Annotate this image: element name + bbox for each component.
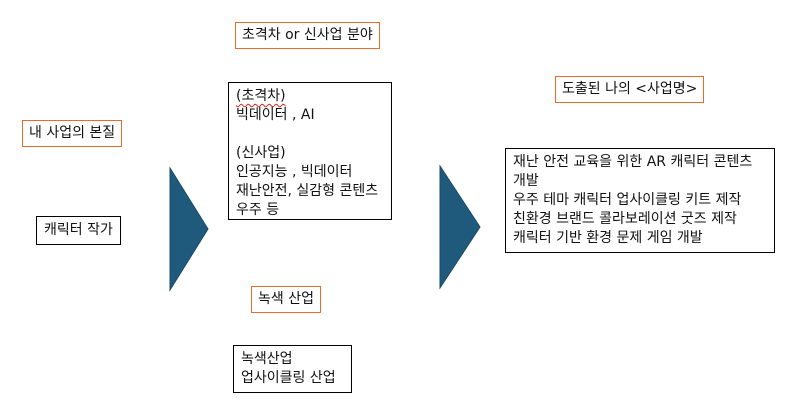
result-line: 개발 bbox=[513, 173, 539, 189]
result-box: 재난 안전 교육을 위한 AR 캐릭터 콘텐츠 개발 우주 테마 캐릭터 업사이… bbox=[505, 148, 775, 253]
result-line: 우주 테마 캐릭터 업사이클링 키트 제작 bbox=[513, 192, 742, 208]
derived-name-label: 도출된 나의 <사업명> bbox=[555, 76, 705, 103]
new-heading: (신사업) bbox=[236, 145, 286, 161]
green-industry-label: 녹색 산업 bbox=[251, 286, 321, 313]
hyper-newbiz-box: (초격차) 빅데이터 , AI (신사업) 인공지능 , 빅데이터 재난안전, … bbox=[228, 82, 392, 220]
result-line: 재난 안전 교육을 위한 AR 캐릭터 콘텐츠 bbox=[513, 154, 753, 170]
hyper-line: 빅데이터 , AI bbox=[236, 107, 315, 123]
arrow-shape bbox=[169, 166, 209, 292]
arrow-shape bbox=[439, 164, 481, 290]
hyper-heading: (초격차) bbox=[236, 88, 286, 104]
result-line: 친환경 브랜드 콜라보레이션 굿즈 제작 bbox=[513, 211, 737, 227]
green-line: 녹색산업 bbox=[241, 351, 293, 367]
business-essence-label: 내 사업의 본질 bbox=[22, 120, 123, 147]
new-line: 우주 등 bbox=[236, 202, 280, 218]
right-arrow-left bbox=[169, 166, 209, 292]
spacer bbox=[236, 125, 384, 144]
essence-text: 캐릭터 작가 bbox=[44, 222, 113, 238]
new-line: 인공지능 , 빅데이터 bbox=[236, 164, 353, 180]
right-arrow-right bbox=[439, 164, 481, 290]
result-line: 캐릭터 기반 환경 문제 게임 개발 bbox=[513, 230, 703, 246]
essence-box: 캐릭터 작가 bbox=[36, 216, 121, 245]
green-line: 업사이클링 산업 bbox=[241, 370, 336, 386]
new-line: 재난안전, 실감형 콘텐츠 bbox=[236, 183, 379, 199]
hyper-gap-field-label: 초격차 or 신사업 분야 bbox=[235, 22, 380, 49]
green-industry-box: 녹색산업 업사이클링 산업 bbox=[233, 345, 352, 393]
